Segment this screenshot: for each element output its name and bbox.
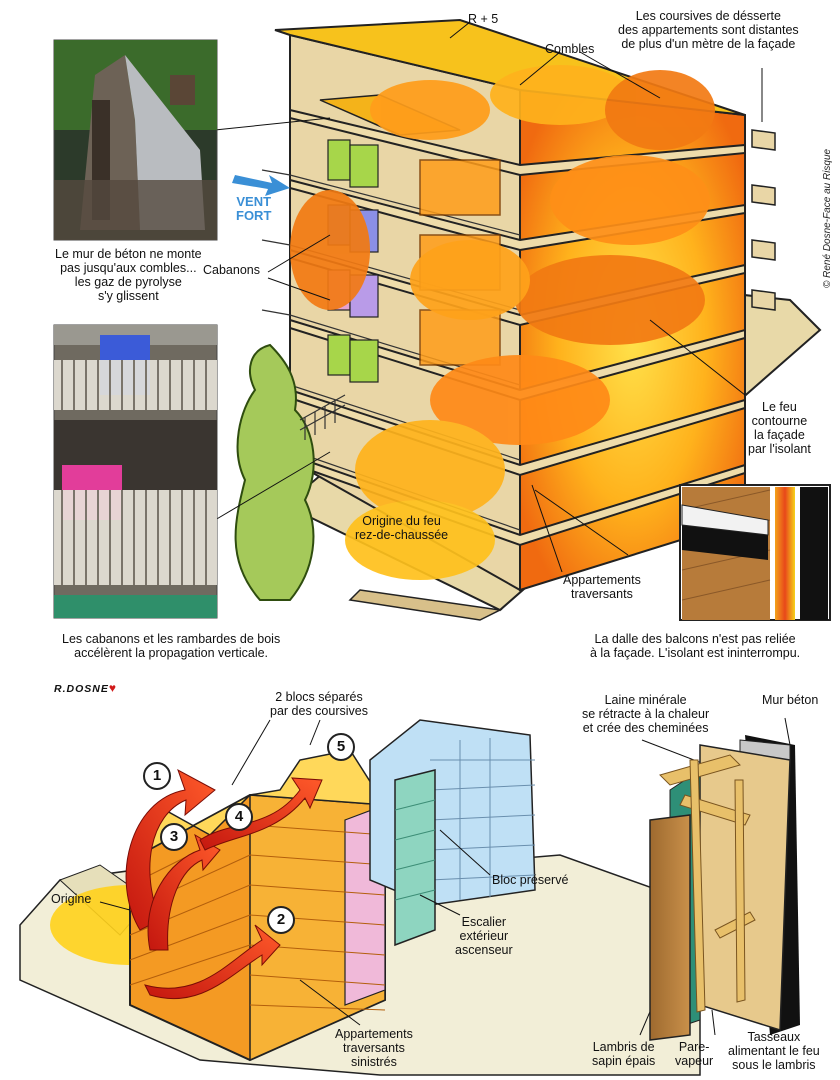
battens-label: Tasseaux alimentant le feu sous le lambr… (728, 1030, 820, 1072)
photo2-caption: Les cabanons et les rambardes de bois ac… (62, 632, 281, 660)
through-apartments-label: Appartements traversants (563, 573, 641, 601)
vapour-barrier-label: Pare- vapeur (675, 1040, 714, 1068)
preserved-label: Bloc préservé (492, 873, 569, 887)
signature: R.DOSNE♥ (54, 681, 117, 695)
concrete-wall-label: Mur béton (762, 693, 819, 707)
sheds-label: Cabanons (203, 263, 260, 277)
preserved-block (369, 719, 536, 947)
signature-text: R.DOSNE (54, 683, 109, 695)
fire-bypass-label: Le feu contourne la façade par l'isolant (748, 400, 811, 456)
wind-label: VENT FORT (236, 194, 272, 223)
heart-icon: ♥ (108, 681, 117, 695)
tree (234, 343, 315, 601)
photo-burnt-attic (53, 39, 218, 241)
two-blocks-label: 2 blocs séparés par des coursives (270, 690, 368, 718)
inset-slab-detail (679, 484, 831, 621)
mineral-wool-label: Laine minérale se rétracte à la chaleur … (582, 693, 710, 735)
leader-lines (214, 21, 763, 573)
panelling-label: Lambris de sapin épais (592, 1040, 656, 1068)
exterior-stair-rails (299, 394, 346, 440)
attic-label: Combles (545, 42, 595, 56)
walkways (751, 129, 776, 311)
walkway-note: Les coursives de désserte des appartemen… (618, 9, 799, 51)
step-3-badge: 3 (160, 823, 188, 851)
step-2-badge: 2 (267, 906, 295, 934)
wind-arrow (232, 175, 290, 196)
fire-origin-label: Origine du feu rez-de-chaussée (355, 514, 449, 542)
wall-section (649, 735, 800, 1041)
stair-label: Escalier extérieur ascenseur (455, 915, 513, 957)
photo1-caption: Le mur de béton ne monte pas jusqu'aux c… (55, 247, 202, 303)
credit-line: © René Dosne-Face au Risque (822, 148, 833, 288)
slab-note: La dalle des balcons n'est pas reliée à … (590, 632, 801, 660)
damaged-apartments-label: Appartements traversants sinistrés (335, 1027, 413, 1069)
fir-panelling (649, 814, 691, 1041)
photo-burnt-balconies (53, 324, 218, 619)
origin-label: Origine (51, 892, 92, 906)
battens (659, 754, 756, 1013)
ground-edge (348, 589, 503, 621)
level-label: R + 5 (468, 12, 499, 26)
burning-building (234, 18, 822, 621)
step-1-badge: 1 (143, 762, 171, 790)
step-5-badge: 5 (327, 733, 355, 761)
flames (290, 65, 715, 580)
stair-tower (394, 769, 436, 947)
step-4-badge: 4 (225, 803, 253, 831)
